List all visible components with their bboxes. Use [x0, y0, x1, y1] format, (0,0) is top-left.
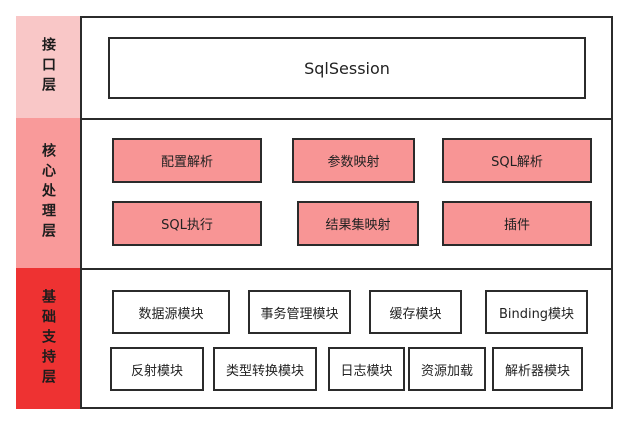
core-layer-label-text: 核心处理层 — [40, 143, 56, 243]
logging-module-box: 日志模块 — [328, 347, 405, 391]
core-base-divider — [80, 268, 613, 270]
binding-module-box: Binding模块 — [485, 290, 588, 334]
datasource-module-box: 数据源模块 — [112, 290, 230, 334]
plugin-box: 插件 — [442, 201, 592, 246]
resource-loading-box: 资源加载 — [408, 347, 486, 391]
base-layer-label-text: 基础支持层 — [40, 288, 56, 389]
base-layer-label: 基础支持层 — [16, 268, 82, 409]
interface-layer-label-text: 接口层 — [40, 37, 56, 97]
interface-core-divider — [80, 118, 613, 120]
type-conversion-module-box: 类型转换模块 — [213, 347, 317, 391]
resultset-mapping-box: 结果集映射 — [297, 201, 419, 246]
sqlsession-box: SqlSession — [108, 37, 586, 99]
transaction-module-box: 事务管理模块 — [248, 290, 351, 334]
param-mapping-box: 参数映射 — [292, 138, 415, 183]
sql-parse-box: SQL解析 — [442, 138, 592, 183]
config-parse-box: 配置解析 — [112, 138, 262, 183]
reflection-module-box: 反射模块 — [110, 347, 204, 391]
parser-module-box: 解析器模块 — [492, 347, 583, 391]
sql-execute-box: SQL执行 — [112, 201, 262, 246]
interface-layer-label: 接口层 — [16, 16, 82, 120]
core-layer-label: 核心处理层 — [16, 118, 82, 270]
cache-module-box: 缓存模块 — [369, 290, 462, 334]
